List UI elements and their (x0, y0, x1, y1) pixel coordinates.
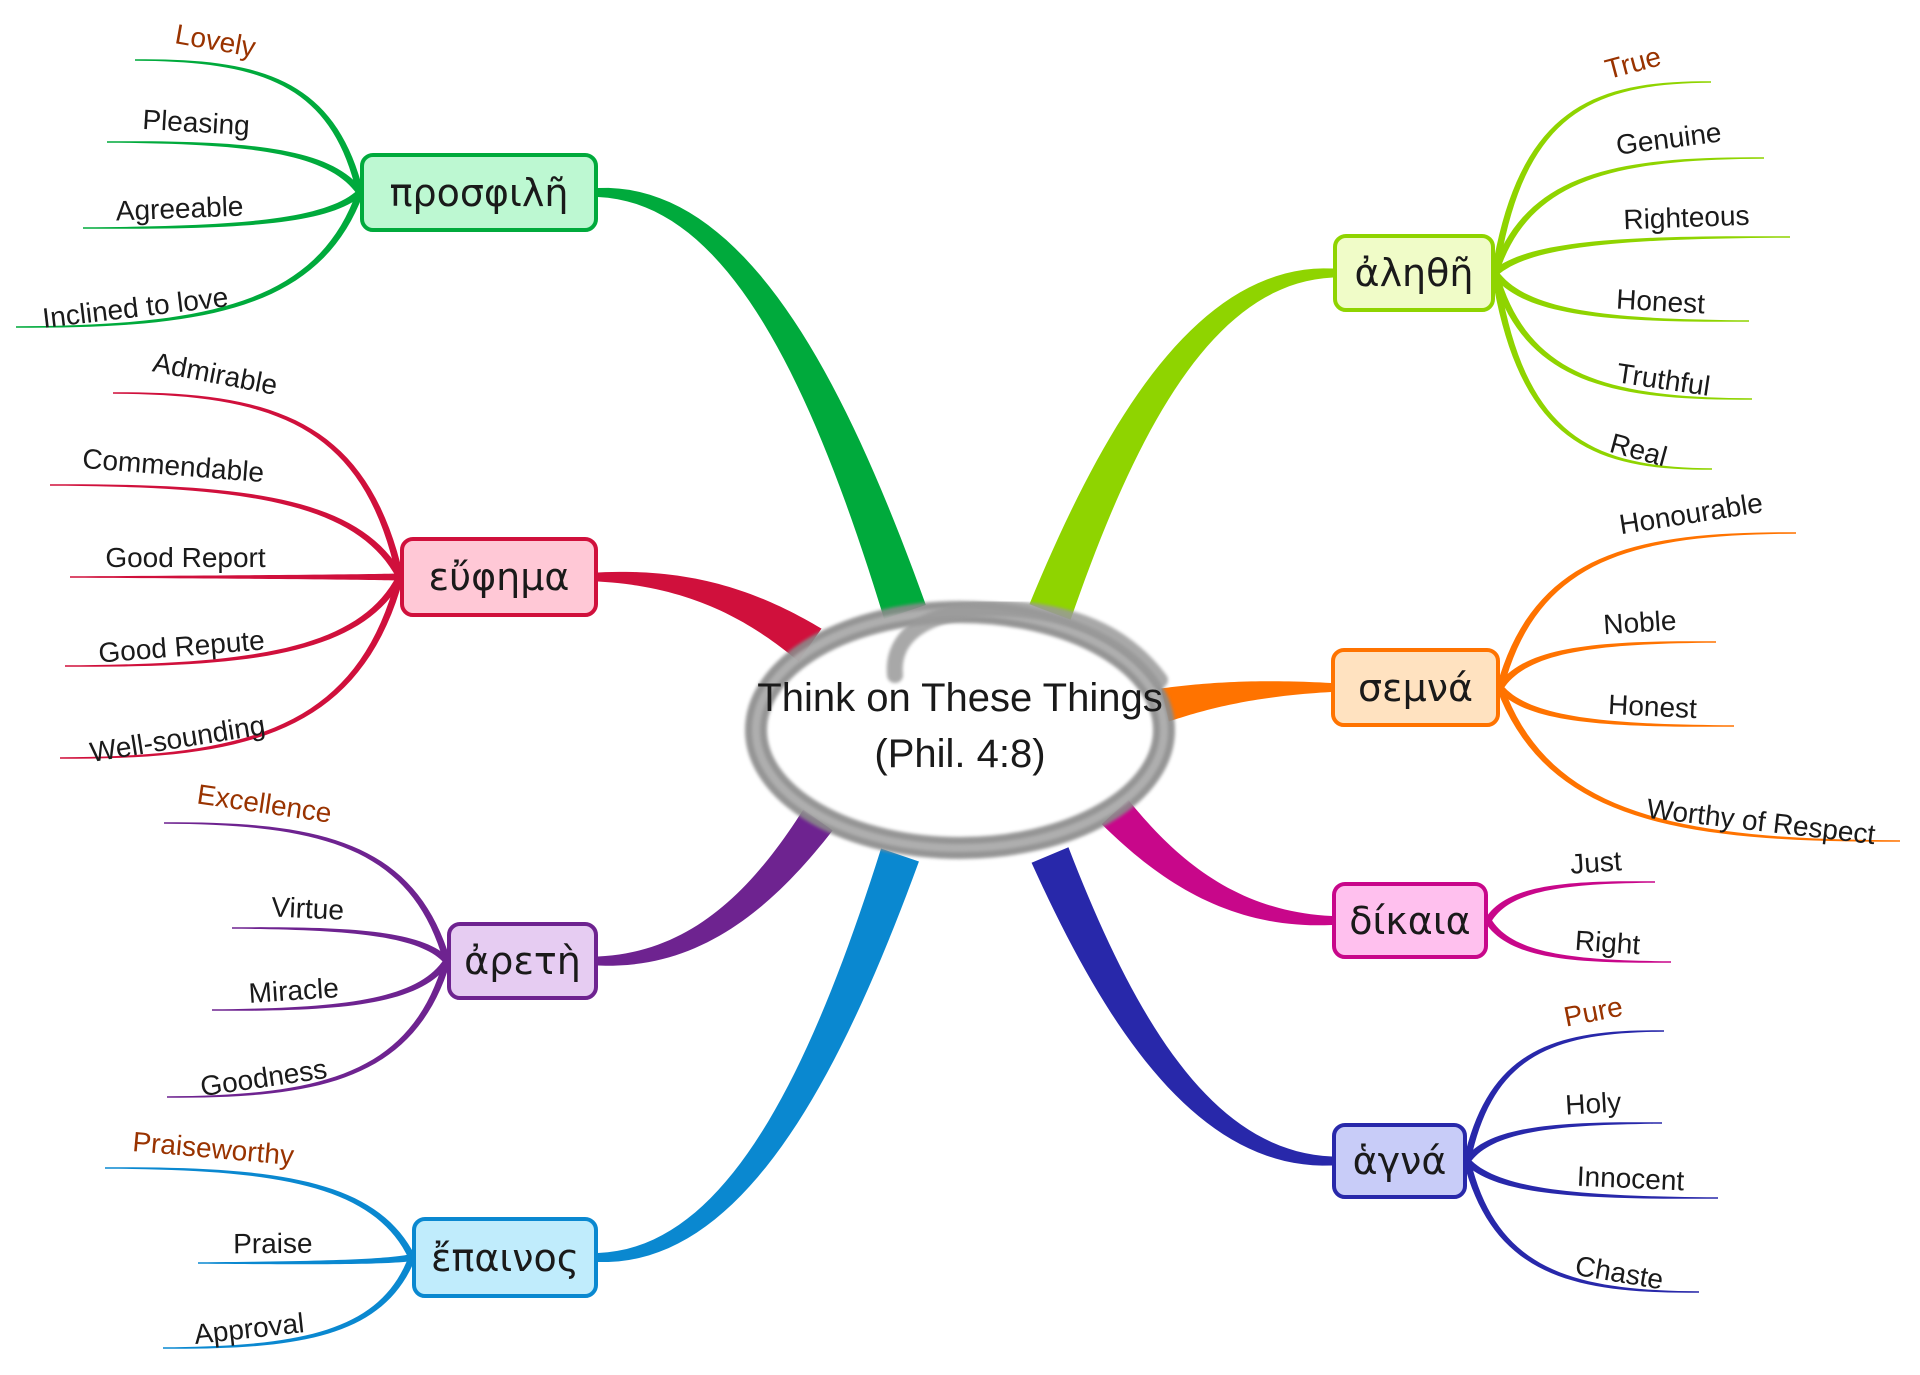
main-branch-alethe (1029, 268, 1333, 620)
topic-node-label: ἀληθῆ (1354, 251, 1474, 295)
leaf-label[interactable]: Agreeable (115, 191, 244, 227)
main-branch-prosphile (598, 187, 926, 619)
leaf-label[interactable]: Lovely (173, 18, 258, 63)
leaf-label[interactable]: Real (1607, 427, 1671, 472)
main-branch-euphema (598, 571, 822, 662)
leaf-label[interactable]: Honourable (1617, 487, 1765, 540)
leaf-label[interactable]: Right (1574, 925, 1642, 960)
leaf-branch (1492, 236, 1790, 276)
leaf-label[interactable]: Genuine (1614, 116, 1723, 160)
leaf-label[interactable]: Approval (193, 1307, 306, 1350)
leaf-label[interactable]: Praise (233, 1228, 313, 1260)
topic-node-label: προσφιλῆ (389, 170, 569, 215)
leaf-label[interactable]: Noble (1602, 605, 1677, 641)
leaf-label[interactable]: Inclined to love (41, 281, 230, 334)
main-branch-epainos (598, 848, 919, 1263)
topic-node-label: ἀρετὴ (464, 939, 581, 983)
leaf-label[interactable]: Good Report (105, 542, 266, 573)
leaf-branch (70, 573, 400, 581)
leaf-label[interactable]: Miracle (248, 972, 340, 1009)
leaf-branch (198, 1254, 413, 1265)
main-branch-hagna (1031, 847, 1332, 1166)
leaf-branch (83, 189, 363, 229)
leaf-branch (1464, 1122, 1662, 1164)
topic-node-dikaia[interactable]: δίκαια (1332, 882, 1488, 959)
topic-node-prosphile[interactable]: προσφιλῆ (360, 153, 598, 232)
leaf-label[interactable]: True (1602, 41, 1665, 85)
leaf-branch (107, 141, 363, 195)
topic-node-label: ἁγνά (1352, 1139, 1447, 1183)
topic-node-alethe[interactable]: ἀληθῆ (1333, 234, 1495, 312)
topic-node-label: σεμνά (1357, 665, 1474, 710)
leaf-label[interactable]: Innocent (1576, 1161, 1685, 1197)
topic-node-label: δίκαια (1349, 898, 1471, 943)
main-branch-semna (1161, 681, 1331, 722)
leaf-label[interactable]: Pleasing (142, 104, 251, 141)
leaf-branch (1464, 1158, 1718, 1199)
leaf-branch (232, 927, 450, 964)
central-ring-swirl (886, 600, 1168, 688)
leaf-label[interactable]: Honest (1608, 689, 1698, 724)
topic-node-label: εὔφημα (428, 555, 570, 599)
topic-node-euphema[interactable]: εὔφημα (400, 537, 598, 617)
leaf-branch (1497, 641, 1716, 690)
central-ring-inner (752, 608, 1168, 852)
leaf-label[interactable]: Worthy of Respect (1645, 793, 1877, 850)
topic-node-label: ἔπαινος (430, 1235, 580, 1280)
leaf-label[interactable]: Excellence (195, 778, 333, 828)
main-branches (598, 187, 1333, 1263)
sub-branches (16, 59, 1900, 1349)
topic-node-arete[interactable]: ἀρετὴ (447, 922, 598, 1000)
leaf-label[interactable]: Pure (1561, 991, 1625, 1033)
leaf-label[interactable]: Holy (1564, 1086, 1622, 1120)
leaf-label[interactable]: Praiseworthy (131, 1126, 295, 1171)
leaf-label[interactable]: Goodness (198, 1053, 329, 1102)
leaf-label[interactable]: Good Repute (97, 624, 266, 668)
leaf-branch (1492, 270, 1749, 322)
leaf-label[interactable]: Commendable (81, 443, 265, 488)
leaf-branch (1485, 918, 1671, 963)
leaf-label[interactable]: Virtue (271, 891, 345, 925)
leaf-label[interactable]: Righteous (1623, 200, 1750, 236)
leaf-label[interactable]: Truthful (1615, 357, 1712, 401)
leaf-label[interactable]: Admirable (150, 347, 280, 401)
leaf-branch (1497, 685, 1734, 727)
topic-node-semna[interactable]: σεμνά (1331, 648, 1500, 727)
leaf-label[interactable]: Well-sounding (88, 709, 268, 768)
main-branch-dikaia (1101, 799, 1332, 926)
leaf-branch (212, 959, 450, 1011)
leaf-label[interactable]: Just (1569, 845, 1623, 880)
topic-node-hagna[interactable]: ἁγνά (1332, 1123, 1467, 1199)
main-branch-arete (598, 809, 833, 966)
topic-node-epainos[interactable]: ἔπαινος (412, 1217, 598, 1298)
leaf-label[interactable]: Honest (1615, 284, 1706, 320)
leaf-branch (1485, 881, 1655, 923)
central-topic-ring (745, 600, 1175, 859)
